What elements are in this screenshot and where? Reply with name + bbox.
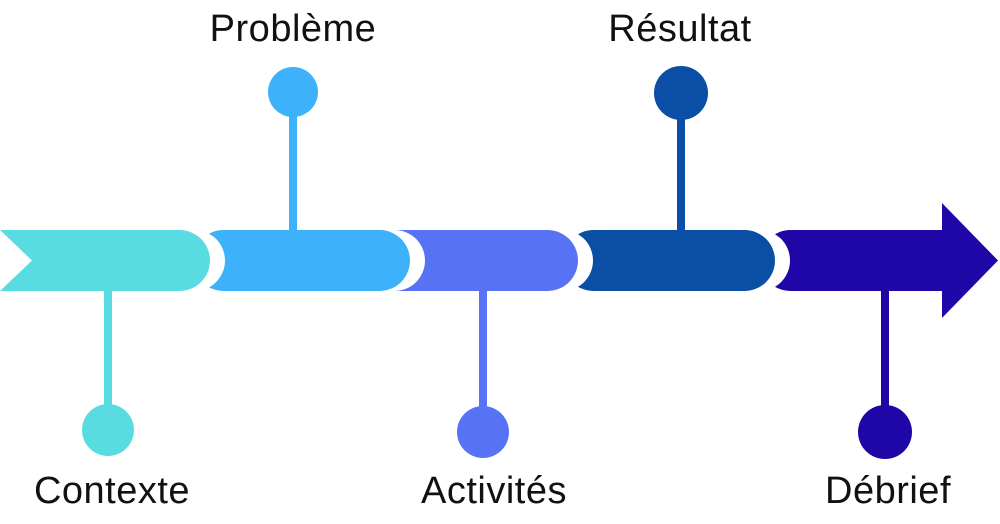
- resultat-stem: [677, 118, 685, 233]
- step-label-activites: Activités: [421, 470, 567, 512]
- segment-probleme: [192, 230, 410, 291]
- segment-resultat: [562, 230, 775, 291]
- debrief-stem: [881, 260, 889, 410]
- contexte-stem: [104, 260, 112, 410]
- activites-stem: [479, 260, 487, 412]
- resultat-marker-circle: [654, 66, 708, 120]
- step-label-resultat: Résultat: [608, 8, 752, 50]
- probleme-stem: [289, 115, 297, 235]
- step-label-contexte: Contexte: [33, 470, 191, 512]
- debrief-marker-circle: [858, 405, 912, 459]
- contexte-marker-circle: [82, 404, 134, 456]
- segment-debrief-arrowhead: [759, 203, 998, 318]
- probleme-marker-circle: [268, 67, 318, 117]
- segment-contexte: [0, 230, 210, 291]
- step-label-debrief: Débrief: [825, 470, 951, 512]
- activites-marker-circle: [457, 406, 509, 458]
- step-label-probleme: Problème: [209, 8, 377, 50]
